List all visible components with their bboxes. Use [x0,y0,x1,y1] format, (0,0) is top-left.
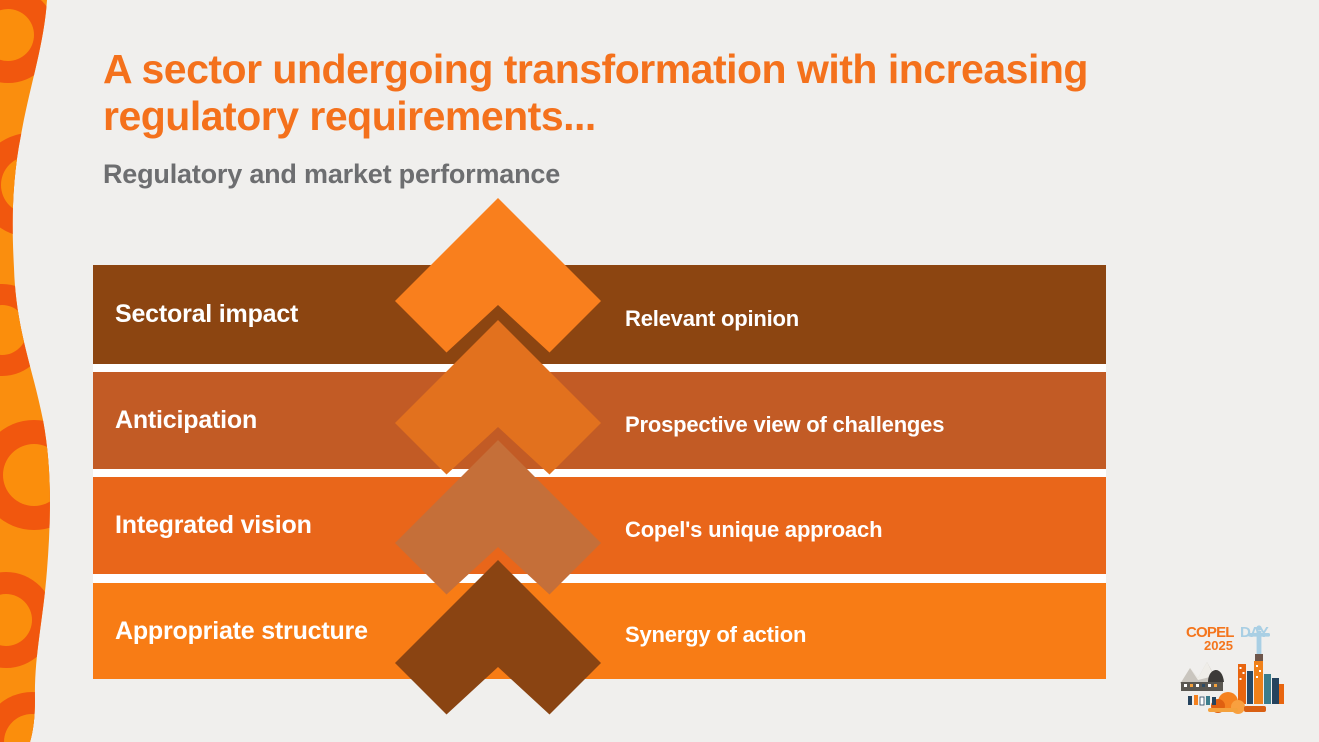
bar-divider [93,469,1106,477]
regulatory-performance-diagram: Sectoral impact Relevant opinion Anticip… [93,190,1106,742]
rio-skyline-illustration [1180,661,1284,714]
bar-right-label: Relevant opinion [625,305,800,331]
slide-title: A sector undergoing transformation with … [103,46,1233,140]
christ-statue-illustration [1248,625,1270,661]
slide-title-line2: regulatory requirements... [103,93,596,139]
logo-brand-text: COPEL [1186,624,1234,641]
logo-suffix-text: DAY [1240,624,1269,641]
bar-right-label: Copel's unique approach [625,516,883,542]
bar-integrated-vision: Integrated vision Copel's unique approac… [93,477,1106,574]
slide-title-line1: A sector undergoing transformation with … [103,46,1088,92]
bar-left-label: Appropriate structure [115,616,368,645]
bar-left-label: Integrated vision [115,511,312,539]
bar-left-label: Anticipation [115,406,258,434]
bar-divider [93,574,1106,583]
bar-appropriate-structure: Appropriate structure Synergy of action [93,583,1106,679]
logo-year-text: 2025 [1204,638,1233,653]
slide-subtitle: Regulatory and market performance [103,159,561,189]
bar-right-label: Prospective view of challenges [625,411,945,437]
bar-right-label: Synergy of action [625,622,807,647]
bar-divider [93,364,1106,372]
decorative-wave-band [0,0,50,742]
bar-left-label: Sectoral impact [115,300,299,328]
copel-day-2025-logo: COPEL DAY 2025 [1180,624,1284,714]
bar-anticipation: Anticipation Prospective view of challen… [93,372,1106,469]
bar-sectoral-impact: Sectoral impact Relevant opinion [93,265,1106,364]
